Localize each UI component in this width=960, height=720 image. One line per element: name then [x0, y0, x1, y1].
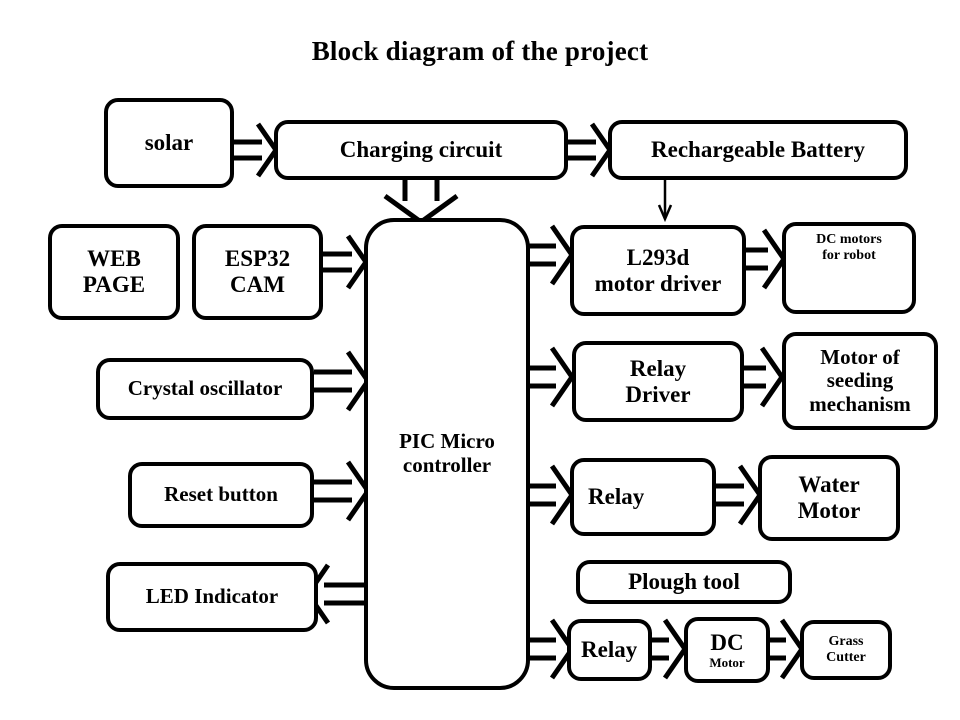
- node-grass-cutter-line-0: Grass: [828, 634, 864, 650]
- node-reset-button[interactable]: Reset button: [128, 462, 314, 528]
- node-plough-tool-line-0: Plough tool: [628, 569, 740, 595]
- node-dc-motor[interactable]: DC Motor: [684, 617, 770, 683]
- node-charging-circuit[interactable]: Charging circuit: [274, 120, 568, 180]
- node-seeding-line-2: mechanism: [809, 391, 911, 416]
- node-motor-of-seeding-mechanism[interactable]: Motor of seeding mechanism: [782, 332, 938, 430]
- node-water-motor-line-0: Water: [798, 472, 860, 498]
- node-pic-line-1: controller: [402, 453, 492, 477]
- node-esp32-cam[interactable]: ESP32 CAM: [192, 224, 323, 320]
- node-crystal-oscillator-line-0: Crystal oscillator: [127, 376, 283, 401]
- edge-l293d-to-dc-motors: [746, 228, 788, 290]
- node-water-motor-line-1: Motor: [797, 498, 861, 523]
- edge-dc-motor-to-grass-cutter: [770, 618, 806, 680]
- node-web-page[interactable]: WEB PAGE: [48, 224, 180, 320]
- node-dc-motors-for-robot[interactable]: DC motors for robot: [782, 222, 916, 314]
- node-l293d-line-1: motor driver: [594, 270, 722, 296]
- node-dc-motors-line-1: for robot: [822, 247, 876, 263]
- node-relay-driver[interactable]: Relay Driver: [572, 341, 744, 422]
- edge-relay-cutter-to-dc-motor: [651, 618, 689, 680]
- node-pic-line-0: PIC Micro: [399, 429, 495, 454]
- edge-esp32-cam-to-pic: [323, 234, 370, 290]
- node-charging-circuit-line-0: Charging circuit: [339, 137, 503, 163]
- node-reset-button-line-0: Reset button: [164, 482, 278, 507]
- edge-charging-circuit-to-pic: [383, 178, 459, 226]
- node-pic-microcontroller[interactable]: PIC Micro controller: [364, 218, 530, 690]
- edge-rechargeable-battery-to-pic: [657, 180, 673, 223]
- node-led-indicator[interactable]: LED Indicator: [106, 562, 318, 632]
- node-web-page-line-1: PAGE: [82, 272, 146, 297]
- edge-charging-circuit-to-rechargeable-battery: [567, 122, 614, 178]
- node-grass-cutter[interactable]: Grass Cutter: [800, 620, 892, 680]
- node-esp32-cam-line-1: CAM: [230, 272, 285, 297]
- edge-pic-to-relay-cutter: [528, 618, 576, 680]
- edge-pic-to-l293d: [528, 224, 576, 286]
- edge-relay-water-to-water-motor: [716, 464, 764, 526]
- node-rechargeable-battery-line-0: Rechargeable Battery: [651, 137, 865, 163]
- node-dc-motor-line-1: Motor: [709, 654, 745, 670]
- node-relay-water-line-0: Relay: [588, 484, 645, 510]
- node-web-page-line-0: WEB: [87, 246, 141, 272]
- node-dc-motors-line-0: DC motors: [816, 232, 882, 247]
- node-crystal-oscillator[interactable]: Crystal oscillator: [96, 358, 314, 420]
- edge-pic-to-relay-water: [528, 464, 576, 526]
- node-plough-tool[interactable]: Plough tool: [576, 560, 792, 604]
- edge-reset-button-to-pic: [314, 460, 372, 522]
- node-relay-cutter-line-0: Relay: [581, 637, 638, 663]
- node-grass-cutter-line-1: Cutter: [826, 650, 866, 665]
- node-relay-water[interactable]: Relay: [570, 458, 716, 536]
- node-l293d-line-0: L293d: [626, 244, 690, 270]
- node-relay-cutter[interactable]: Relay: [567, 619, 652, 681]
- node-solar-line-0: solar: [144, 130, 194, 156]
- node-solar[interactable]: solar: [104, 98, 234, 188]
- node-relay-driver-line-0: Relay: [629, 355, 687, 381]
- edge-crystal-oscillator-to-pic: [314, 350, 372, 412]
- node-esp32-cam-line-0: ESP32: [224, 246, 291, 272]
- node-relay-driver-line-1: Driver: [625, 381, 691, 407]
- node-l293d-motor-driver[interactable]: L293d motor driver: [570, 225, 746, 316]
- node-led-indicator-line-0: LED Indicator: [145, 584, 279, 609]
- edge-pic-to-relay-driver: [528, 346, 576, 408]
- node-seeding-line-1: seeding: [826, 368, 894, 393]
- page-title: Block diagram of the project: [311, 36, 649, 66]
- node-rechargeable-battery[interactable]: Rechargeable Battery: [608, 120, 908, 180]
- edge-solar-to-charging-circuit: [233, 122, 280, 178]
- node-dc-motor-line-0: DC: [710, 629, 744, 655]
- node-seeding-line-0: Motor of: [820, 344, 900, 369]
- node-water-motor[interactable]: Water Motor: [758, 455, 900, 541]
- edge-relay-driver-to-seeding-motor: [744, 346, 786, 408]
